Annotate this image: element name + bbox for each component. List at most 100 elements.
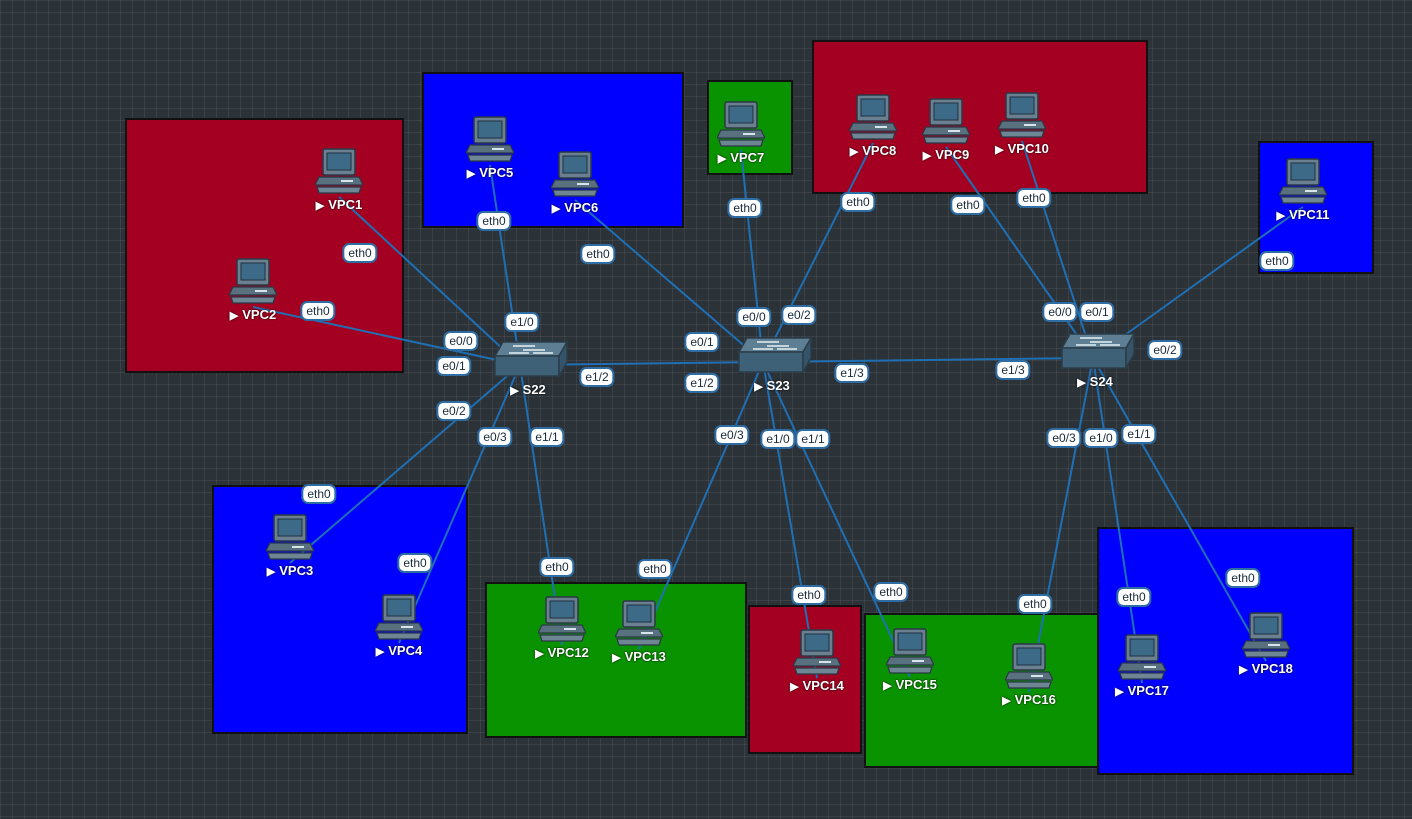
link-vpc10-s24[interactable] (1021, 140, 1094, 359)
port-label-vpc9-eth0[interactable]: eth0 (950, 195, 986, 215)
port-label-s22-e1-0[interactable]: e1/0 (504, 312, 540, 332)
port-label-s24-e0-0[interactable]: e0/0 (1042, 302, 1078, 322)
vpc-vpc8[interactable]: ▶VPC8 (833, 93, 913, 163)
vpc-vpc17[interactable]: ▶VPC17 (1102, 633, 1182, 703)
port-label-vpc2-eth0[interactable]: eth0 (300, 301, 336, 321)
vpc-vpc1[interactable]: ▶VPC1 (299, 147, 379, 217)
port-label-s24-e0-1[interactable]: e0/1 (1079, 302, 1115, 322)
node-name: VPC18 (1251, 661, 1293, 676)
vpc-vpc4[interactable]: ▶VPC4 (359, 593, 439, 663)
vpc-vpc2[interactable]: ▶VPC2 (213, 257, 293, 327)
port-label-vpc8-eth0[interactable]: eth0 (840, 192, 876, 212)
vpc-vpc14[interactable]: ▶VPC14 (777, 628, 857, 698)
node-name: VPC7 (730, 150, 765, 165)
port-label-s23-e0-0[interactable]: e0/0 (736, 307, 772, 327)
port-label-vpc15-eth0[interactable]: eth0 (873, 582, 909, 602)
link-vpc16-s24[interactable] (1028, 357, 1094, 693)
node-name: VPC14 (802, 678, 844, 693)
link-vpc2-s22[interactable] (252, 306, 521, 366)
link-vpc1-s22[interactable] (338, 196, 521, 366)
link-vpc17-s24[interactable] (1092, 357, 1143, 684)
vpc-vpc15[interactable]: ▶VPC15 (870, 627, 950, 697)
node-label: ▶VPC9 (906, 147, 986, 162)
play-triangle-icon: ▶ (229, 310, 239, 322)
desktop-computer-icon (717, 101, 765, 147)
port-label-s22-e0-3[interactable]: e0/3 (477, 427, 513, 447)
vpc-vpc5[interactable]: ▶VPC5 (450, 115, 530, 185)
play-triangle-icon: ▶ (1239, 664, 1248, 676)
port-label-s23-e0-3[interactable]: e0/3 (714, 425, 750, 445)
link-vpc7-s23[interactable] (740, 149, 764, 363)
link-vpc18-s24[interactable] (1092, 357, 1267, 662)
zone-blue-vpc5-vpc6[interactable] (422, 72, 684, 228)
port-label-vpc13-eth0[interactable]: eth0 (637, 559, 673, 579)
port-label-vpc6-eth0[interactable]: eth0 (580, 244, 616, 264)
zone-blue-vpc3-vpc4[interactable] (212, 485, 468, 734)
port-label-vpc10-eth0[interactable]: eth0 (1016, 188, 1052, 208)
node-label: ▶VPC14 (777, 678, 857, 693)
port-label-s23-e0-2[interactable]: e0/2 (781, 305, 817, 325)
port-label-s24-e1-1[interactable]: e1/1 (1121, 424, 1157, 444)
vpc-vpc10[interactable]: ▶VPC10 (982, 91, 1062, 161)
port-label-s24-e0-2[interactable]: e0/2 (1147, 340, 1183, 360)
port-label-vpc3-eth0[interactable]: eth0 (301, 484, 337, 504)
port-label-s23-e0-1[interactable]: e0/1 (684, 332, 720, 352)
vpc-vpc12[interactable]: ▶VPC12 (522, 595, 602, 665)
link-vpc5-s22[interactable] (489, 164, 521, 366)
link-vpc11-s24[interactable] (1092, 206, 1304, 359)
port-label-s24-e1-0[interactable]: e1/0 (1083, 428, 1119, 448)
port-label-vpc12-eth0[interactable]: eth0 (539, 557, 575, 577)
link-vpc3-s22[interactable] (289, 364, 521, 564)
port-label-s22-e0-0[interactable]: e0/0 (443, 331, 479, 351)
desktop-computer-icon (793, 629, 841, 675)
port-label-s22-e1-2[interactable]: e1/2 (579, 367, 615, 387)
port-label-s22-e1-1[interactable]: e1/1 (529, 427, 565, 447)
desktop-computer-icon (375, 594, 423, 640)
port-label-vpc11-eth0[interactable]: eth0 (1259, 251, 1295, 271)
vpc-vpc9[interactable]: ▶VPC9 (906, 97, 986, 167)
port-label-s23-e1-2[interactable]: e1/2 (684, 373, 720, 393)
link-vpc9-s24[interactable] (945, 146, 1094, 359)
link-vpc15-s23[interactable] (762, 361, 911, 678)
port-label-s24-e0-3[interactable]: e0/3 (1046, 428, 1082, 448)
play-triangle-icon: ▶ (466, 168, 476, 180)
vpc-vpc6[interactable]: ▶VPC6 (535, 150, 615, 220)
desktop-computer-icon (615, 600, 663, 646)
port-label-vpc4-eth0[interactable]: eth0 (397, 553, 433, 573)
node-label: ▶VPC15 (870, 677, 950, 692)
port-label-vpc16-eth0[interactable]: eth0 (1017, 594, 1053, 614)
link-vpc6-s23[interactable] (574, 199, 764, 363)
port-label-vpc1-eth0[interactable]: eth0 (342, 243, 378, 263)
vpc-vpc13[interactable]: ▶VPC13 (599, 599, 679, 669)
port-label-vpc7-eth0[interactable]: eth0 (727, 198, 763, 218)
link-vpc13-s23[interactable] (638, 361, 764, 650)
port-label-s23-e1-0[interactable]: e1/0 (760, 429, 796, 449)
link-vpc8-s23[interactable] (762, 142, 874, 363)
switch-s22[interactable]: ▶S22 (483, 338, 573, 403)
port-label-s22-e0-2[interactable]: e0/2 (436, 401, 472, 421)
link-vpc14-s23[interactable] (762, 361, 818, 679)
play-triangle-icon: ▶ (1002, 695, 1011, 707)
play-triangle-icon: ▶ (849, 146, 859, 158)
link-vpc4-s22[interactable] (398, 364, 521, 644)
port-label-s23-e1-1[interactable]: e1/1 (795, 429, 831, 449)
port-label-vpc17-eth0[interactable]: eth0 (1116, 587, 1152, 607)
port-label-vpc14-eth0[interactable]: eth0 (791, 585, 827, 605)
switch-s23[interactable]: ▶S23 (727, 334, 817, 399)
play-triangle-icon: ▶ (922, 150, 932, 162)
port-label-s22-e0-1[interactable]: e0/1 (436, 356, 472, 376)
switch-s24[interactable]: ▶S24 (1050, 330, 1140, 395)
port-label-s24-e1-3[interactable]: e1/3 (995, 360, 1031, 380)
vpc-vpc3[interactable]: ▶VPC3 (250, 513, 330, 583)
port-label-vpc18-eth0[interactable]: eth0 (1225, 568, 1261, 588)
port-label-s23-e1-3[interactable]: e1/3 (834, 363, 870, 383)
zone-green-vpc12-vpc13[interactable] (485, 582, 747, 738)
vpc-vpc7[interactable]: ▶VPC7 (701, 100, 781, 170)
link-s23-s24[interactable] (762, 357, 1094, 363)
node-label: ▶S24 (1050, 374, 1140, 389)
port-label-vpc5-eth0[interactable]: eth0 (476, 211, 512, 231)
vpc-vpc18[interactable]: ▶VPC18 (1226, 611, 1306, 681)
vpc-vpc11[interactable]: ▶VPC11 (1263, 157, 1343, 227)
vpc-vpc16[interactable]: ▶VPC16 (989, 642, 1069, 712)
